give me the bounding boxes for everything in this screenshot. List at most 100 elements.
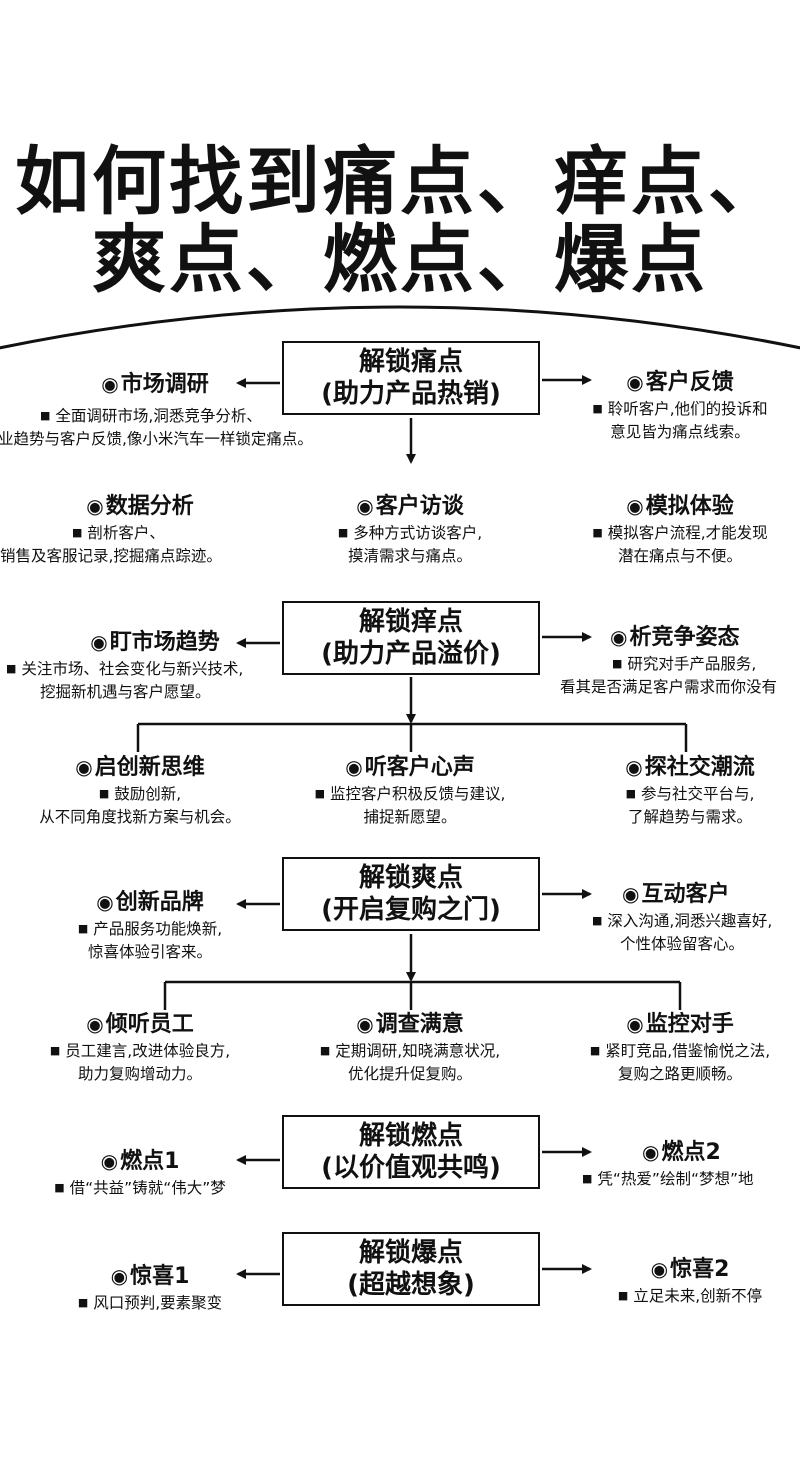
node-market-research: ◉市场调研 bbox=[0, 370, 320, 399]
decorative-arc bbox=[0, 305, 800, 350]
node-desc-line: 个性体验留客心。 bbox=[620, 935, 745, 953]
bullet-dot-icon: ◉ bbox=[626, 494, 644, 518]
bullet-dot-icon: ◉ bbox=[650, 1257, 669, 1281]
node-title: 监控对手 bbox=[645, 1012, 734, 1037]
node-desc-line: 研究对手产品服务, bbox=[627, 655, 757, 673]
node-title: 盯市场趋势 bbox=[109, 630, 220, 655]
square-bullet-icon: ■ bbox=[77, 1296, 89, 1309]
node-desc-line: 复购之路更顺畅。 bbox=[617, 1065, 742, 1083]
box-subtitle: (超越想象) bbox=[347, 1270, 475, 1300]
node-desc-line: 监控客户积极反馈与建议, bbox=[329, 785, 506, 803]
node-desc-line: 惊喜体验引客来。 bbox=[87, 943, 212, 961]
node-desc-line: 产品服务功能焕新, bbox=[93, 920, 223, 938]
bullet-dot-icon: ◉ bbox=[625, 755, 643, 779]
node-innovative-brand: ◉创新品牌 ■ 产品服务功能焕新, 惊喜体验引客来。 bbox=[30, 888, 270, 964]
box-title: 解锁爽点 bbox=[358, 863, 463, 893]
bullet-dot-icon: ◉ bbox=[345, 755, 363, 779]
node-title: 听客户心声 bbox=[364, 755, 475, 780]
square-bullet-icon: ■ bbox=[337, 526, 349, 539]
node-desc-line: 关注市场、社会变化与新兴技术, bbox=[21, 660, 244, 678]
node-interactive-customers: ◉互动客户 ■深入沟通,洞悉兴趣喜好, 个性体验留客心。 bbox=[590, 880, 800, 956]
node-title: 市场调研 bbox=[120, 372, 209, 397]
square-bullet-icon: ■ bbox=[617, 1289, 629, 1302]
node-simulated-experience: ◉模拟体验 ■模拟客户流程,才能发现 潜在痛点与不便。 bbox=[560, 492, 800, 568]
square-bullet-icon: ■ bbox=[625, 787, 636, 800]
node-desc-line: 捕捉新愿望。 bbox=[363, 808, 457, 826]
node-desc-line: 员工建言,改进体验良方, bbox=[65, 1042, 231, 1060]
node-title: 客户反馈 bbox=[645, 370, 734, 395]
bullet-dot-icon: ◉ bbox=[86, 494, 104, 518]
square-bullet-icon: ■ bbox=[40, 409, 51, 422]
node-title: 析竞争姿态 bbox=[629, 625, 740, 650]
bullet-dot-icon: ◉ bbox=[100, 1149, 119, 1173]
square-bullet-icon: ■ bbox=[592, 914, 603, 927]
node-monitor-competitors: ◉监控对手 ■紧盯竞品,借鉴愉悦之法, 复购之路更顺畅。 bbox=[560, 1010, 800, 1086]
bullet-dot-icon: ◉ bbox=[75, 755, 93, 779]
square-bullet-icon: ■ bbox=[72, 526, 83, 539]
box-title: 解锁痒点 bbox=[358, 607, 463, 637]
square-bullet-icon: ■ bbox=[314, 787, 325, 800]
node-desc-line: 深入沟通,洞悉兴趣喜好, bbox=[607, 912, 773, 930]
node-title: 数据分析 bbox=[105, 494, 194, 519]
node-desc-line: 参与社交平台与, bbox=[640, 785, 755, 803]
square-bullet-icon: ■ bbox=[77, 922, 89, 935]
unlock-box-itch: 解锁痒点 (助力产品溢价) bbox=[282, 601, 540, 675]
node-innovative-thinking: ◉启创新思维 ■鼓励创新, 从不同角度找新方案与机会。 bbox=[0, 753, 280, 829]
box-subtitle: (以价值观共鸣) bbox=[321, 1153, 501, 1183]
node-desc-line: 多种方式访谈客户, bbox=[353, 524, 483, 542]
node-customer-feedback: ◉客户反馈 ■聆听客户,他们的投诉和 意见皆为痛点线索。 bbox=[560, 368, 800, 444]
node-desc-line: 立足未来,创新不停 bbox=[633, 1287, 763, 1305]
square-bullet-icon: ■ bbox=[319, 1044, 331, 1057]
square-bullet-icon: ■ bbox=[592, 526, 603, 539]
node-data-analysis: ◉数据分析 ■剖析客户、 销售及客服记录,挖掘痛点踪迹。 bbox=[0, 492, 270, 568]
node-title: 倾听员工 bbox=[105, 1012, 194, 1037]
node-desc-line: 鼓励创新, bbox=[114, 785, 182, 803]
node-desc-line: 了解趋势与需求。 bbox=[627, 808, 752, 826]
box-subtitle: (助力产品溢价) bbox=[321, 639, 501, 669]
node-desc-line: 意见皆为痛点线索。 bbox=[610, 423, 750, 441]
node-desc-line: 业趋势与客户反馈,像小米汽车一样锁定痛点。 bbox=[0, 430, 313, 448]
square-bullet-icon: ■ bbox=[582, 1172, 593, 1185]
square-bullet-icon: ■ bbox=[592, 402, 603, 415]
node-market-trends: ◉盯市场趋势 ■关注市场、社会变化与新兴技术, 挖掘新机遇与客户愿望。 bbox=[0, 628, 290, 704]
node-title: 创新品牌 bbox=[115, 890, 204, 915]
node-title: 燃点1 bbox=[120, 1149, 180, 1174]
bullet-dot-icon: ◉ bbox=[96, 890, 114, 914]
bullet-dot-icon: ◉ bbox=[90, 630, 108, 654]
unlock-box-delight: 解锁爽点 (开启复购之门) bbox=[282, 857, 540, 931]
bullet-dot-icon: ◉ bbox=[642, 1140, 660, 1164]
node-title: 燃点2 bbox=[661, 1140, 721, 1165]
bullet-dot-icon: ◉ bbox=[110, 1264, 129, 1288]
node-desc-line: 风口预判,要素聚变 bbox=[93, 1294, 223, 1312]
page-title-line2: 爽点、燃点、爆点 bbox=[92, 217, 708, 303]
node-desc-line: 凭“热爱”绘制“梦想”地 bbox=[597, 1170, 754, 1188]
node-desc-line: 潜在痛点与不便。 bbox=[617, 547, 742, 565]
box-title: 解锁痛点 bbox=[358, 347, 463, 377]
box-title: 解锁燃点 bbox=[358, 1121, 463, 1151]
bullet-dot-icon: ◉ bbox=[626, 370, 644, 394]
bullet-dot-icon: ◉ bbox=[356, 1012, 374, 1036]
bullet-dot-icon: ◉ bbox=[622, 882, 640, 906]
box-subtitle: (开启复购之门) bbox=[321, 895, 501, 925]
node-customer-voice: ◉听客户心声 ■ 监控客户积极反馈与建议, 捕捉新愿望。 bbox=[290, 753, 530, 829]
bullet-dot-icon: ◉ bbox=[626, 1012, 644, 1036]
node-title: 探社交潮流 bbox=[644, 755, 755, 780]
node-surprise-1: ◉惊喜1 ■ 风口预判,要素聚变 bbox=[30, 1262, 270, 1315]
node-title: 客户访谈 bbox=[375, 494, 464, 519]
node-listen-employees: ◉倾听员工 ■员工建言,改进体验良方, 助力复购增动力。 bbox=[10, 1010, 270, 1086]
node-desc-line: 模拟客户流程,才能发现 bbox=[607, 524, 768, 542]
node-title: 惊喜1 bbox=[130, 1264, 190, 1289]
unlock-box-pain: 解锁痛点 (助力产品热销) bbox=[282, 341, 540, 415]
node-satisfaction-survey: ◉调查满意 ■定期调研,知晓满意状况, 优化提升促复购。 bbox=[290, 1010, 530, 1086]
bullet-dot-icon: ◉ bbox=[86, 1012, 104, 1036]
node-desc-line: 紧盯竞品,借鉴愉悦之法, bbox=[605, 1042, 771, 1060]
square-bullet-icon: ■ bbox=[54, 1181, 65, 1194]
node-desc-line: 定期调研,知晓满意状况, bbox=[335, 1042, 501, 1060]
node-desc-line: 全面调研市场,洞悉竞争分析、 bbox=[55, 407, 262, 425]
page-title-line1: 如何找到痛点、痒点、 bbox=[15, 139, 785, 225]
unlock-box-explosion: 解锁爆点 (超越想象) bbox=[282, 1232, 540, 1306]
node-ignition-1: ◉燃点1 ■借“共益”铸就“伟大”梦 bbox=[10, 1147, 270, 1200]
bullet-dot-icon: ◉ bbox=[356, 494, 374, 518]
node-title: 调查满意 bbox=[375, 1012, 464, 1037]
box-title: 解锁爆点 bbox=[358, 1238, 463, 1268]
